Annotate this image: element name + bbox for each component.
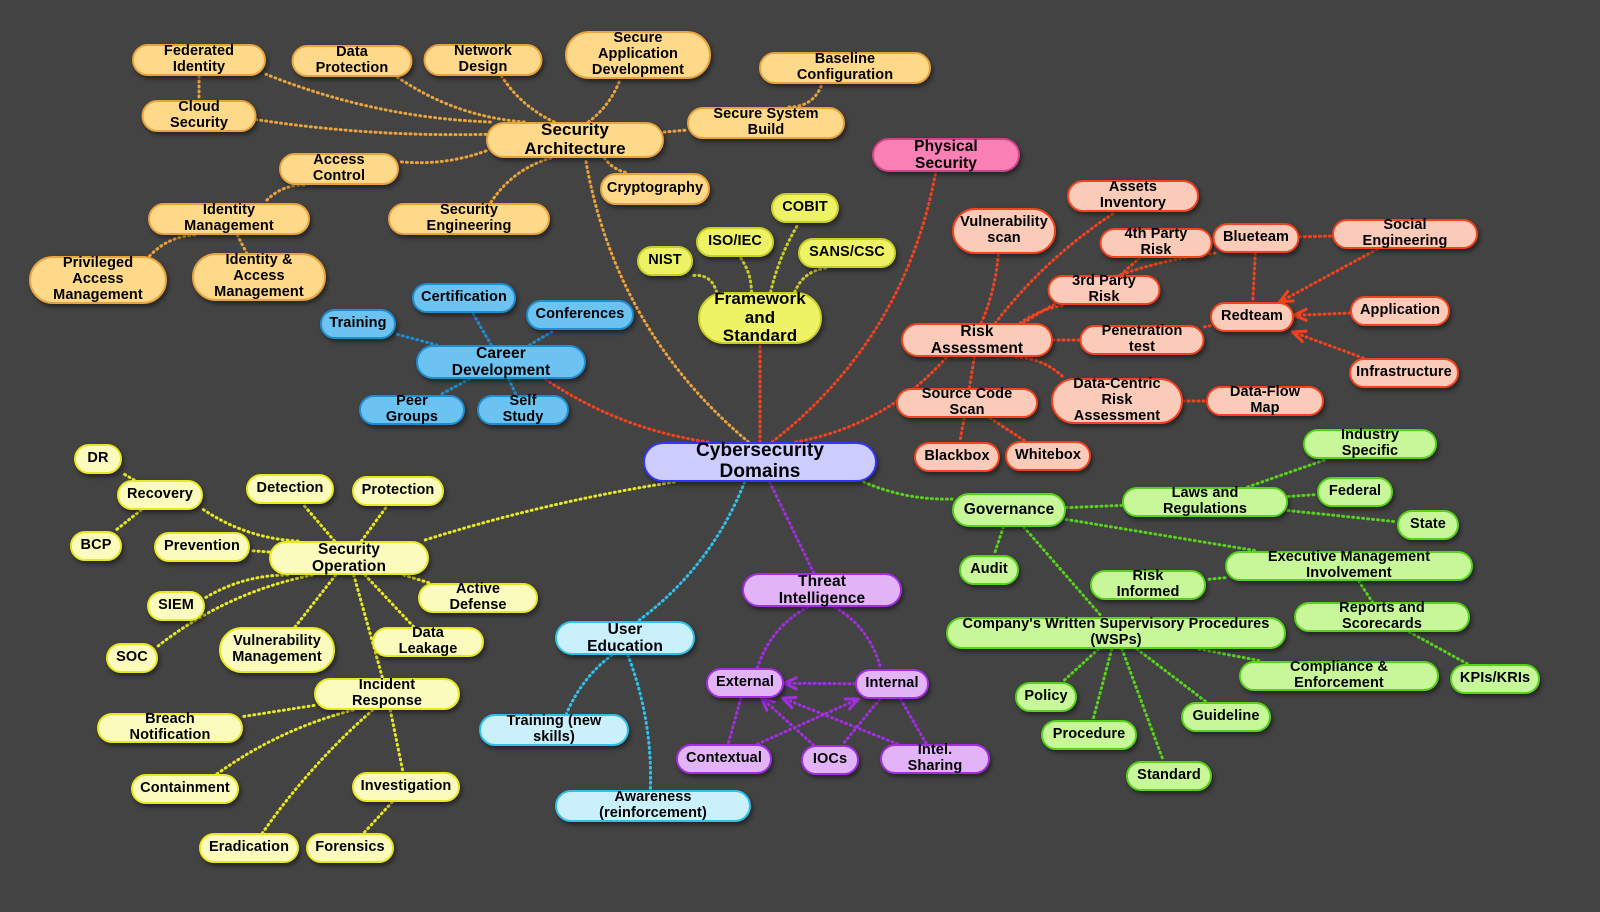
mindmap-node-vulnerability-management[interactable]: Vulnerability Management: [219, 627, 335, 673]
mindmap-node-recovery[interactable]: Recovery: [117, 480, 203, 510]
mindmap-node-external[interactable]: External: [706, 668, 784, 698]
mindmap-node-3rd-party-risk[interactable]: 3rd Party Risk: [1047, 273, 1161, 305]
mindmap-node-self-study[interactable]: Self Study: [477, 393, 569, 425]
mindmap-node-access-control[interactable]: Access Control: [279, 152, 399, 185]
mindmap-node-identity-and-access-management[interactable]: Identity & Access Management: [192, 252, 326, 301]
mindmap-node-training[interactable]: Training: [320, 309, 396, 339]
mindmap-node-root[interactable]: Cybersecurity Domains: [643, 440, 877, 482]
mindmap-node-prevention[interactable]: Prevention: [154, 532, 250, 562]
mindmap-node-conferences[interactable]: Conferences: [526, 300, 634, 330]
mindmap-node-penetration-test[interactable]: Penetration test: [1079, 323, 1205, 355]
mindmap-node-peer-groups[interactable]: Peer Groups: [359, 393, 465, 425]
mindmap-node-security-architecture[interactable]: Security Architecture: [486, 120, 664, 158]
mindmap-node-framework-and-standard[interactable]: Framework and Standard: [698, 289, 822, 345]
mindmap-node-social-engineering[interactable]: Social Engineering: [1332, 217, 1478, 249]
mindmap-node-source-code-scan[interactable]: Source Code Scan: [896, 386, 1038, 418]
mindmap-node-data-flow-map[interactable]: Data-Flow Map: [1206, 384, 1324, 416]
mindmap-node-certification[interactable]: Certification: [412, 283, 516, 313]
mindmap-node-cobit[interactable]: COBIT: [771, 193, 839, 223]
mindmap-node-blueteam[interactable]: Blueteam: [1212, 223, 1300, 253]
mindmap-node-cryptography[interactable]: Cryptography: [600, 173, 710, 205]
mindmap-node-industry-specific[interactable]: Industry Specific: [1303, 427, 1437, 459]
mindmap-node-guideline[interactable]: Guideline: [1181, 702, 1271, 732]
mindmap-node-contextual[interactable]: Contextual: [676, 744, 772, 774]
mindmap-node-containment[interactable]: Containment: [131, 774, 239, 804]
mindmap-node-redteam[interactable]: Redteam: [1210, 302, 1294, 332]
mindmap-node-dr[interactable]: DR: [74, 444, 122, 474]
mindmap-node-vulnerability-scan[interactable]: Vulnerability scan: [952, 208, 1056, 254]
mindmap-node-laws-and-regulations[interactable]: Laws and Regulations: [1122, 485, 1288, 517]
mindmap-node-bcp[interactable]: BCP: [70, 531, 122, 561]
mindmap-node-internal[interactable]: Internal: [855, 669, 929, 699]
mindmap-node-physical-security[interactable]: Physical Security: [872, 138, 1020, 172]
mindmap-node-federated-identity[interactable]: Federated Identity: [132, 43, 266, 76]
mindmap-node-privileged-access-management[interactable]: Privileged Access Management: [29, 255, 167, 304]
mindmap-node-network-design[interactable]: Network Design: [423, 43, 543, 76]
mindmap-node-intel-sharing[interactable]: Intel. Sharing: [880, 742, 990, 774]
mindmap-node-baseline-configuration[interactable]: Baseline Configuration: [759, 51, 931, 84]
mindmap-node-kpis-kris[interactable]: KPIs/KRIs: [1450, 664, 1540, 694]
mindmap-node-federal[interactable]: Federal: [1317, 477, 1393, 507]
mindmap-node-nist[interactable]: NIST: [637, 246, 693, 276]
mindmap-node-state[interactable]: State: [1397, 510, 1459, 540]
mindmap-node-whitebox[interactable]: Whitebox: [1005, 441, 1091, 471]
mindmap-node-eradication[interactable]: Eradication: [199, 833, 299, 863]
mindmap-node-user-education[interactable]: User Education: [555, 621, 695, 655]
mindmap-node-reports-and-scorecards[interactable]: Reports and Scorecards: [1294, 600, 1470, 632]
mindmap-node-data-centric-risk-assessment[interactable]: Data-Centric Risk Assessment: [1051, 376, 1183, 424]
mindmap-node-compliance-and-enforcement[interactable]: Compliance & Enforcement: [1239, 659, 1439, 691]
mindmap-node-policy[interactable]: Policy: [1015, 682, 1077, 712]
mindmap-node-soc[interactable]: SOC: [106, 643, 158, 673]
mindmap-node-cloud-security[interactable]: Cloud Security: [141, 99, 257, 132]
mindmap-node-active-defense[interactable]: Active Defense: [418, 581, 538, 613]
mindmap-node-standard[interactable]: Standard: [1126, 761, 1212, 791]
mindmap-node-iocs[interactable]: IOCs: [801, 745, 859, 775]
mindmap-node-secure-system-build[interactable]: Secure System Build: [687, 106, 845, 139]
mindmap-node-infrastructure[interactable]: Infrastructure: [1349, 358, 1459, 388]
mindmap-node-assets-inventory[interactable]: Assets Inventory: [1067, 179, 1199, 212]
mindmap-node-security-engineering[interactable]: Security Engineering: [388, 202, 550, 235]
mindmap-node-threat-intelligence[interactable]: Threat Intelligence: [742, 573, 902, 607]
mindmap-node-risk-informed[interactable]: Risk Informed: [1090, 568, 1206, 600]
mindmap-node-application[interactable]: Application: [1350, 296, 1450, 326]
mindmap-node-identity-management[interactable]: Identity Management: [148, 202, 310, 235]
mindmap-node-risk-assessment[interactable]: Risk Assessment: [901, 323, 1053, 357]
mindmap-node-protection[interactable]: Protection: [352, 476, 444, 506]
mindmap-node-secure-application-development[interactable]: Secure Application Development: [565, 30, 711, 79]
mindmap-node-iso-iec[interactable]: ISO/IEC: [696, 227, 774, 257]
mindmap-node-4th-party-risk[interactable]: 4th Party Risk: [1099, 226, 1213, 258]
mindmap-node-governance[interactable]: Governance: [952, 493, 1066, 527]
mindmap-node-procedure[interactable]: Procedure: [1041, 720, 1137, 750]
mindmap-node-security-operation[interactable]: Security Operation: [269, 541, 429, 575]
mindmap-node-forensics[interactable]: Forensics: [306, 833, 394, 863]
mindmap-node-blackbox[interactable]: Blackbox: [914, 442, 1000, 472]
mindmap-node-training-new-skills[interactable]: Training (new skills): [479, 713, 629, 746]
mindmap-node-siem[interactable]: SIEM: [147, 591, 205, 621]
mindmap-node-awareness-reinforcement[interactable]: Awareness (reinforcement): [555, 789, 751, 822]
mindmap-node-career-development[interactable]: Career Development: [416, 345, 586, 379]
mindmap-node-breach-notification[interactable]: Breach Notification: [97, 711, 243, 743]
mindmap-node-investigation[interactable]: Investigation: [352, 772, 460, 802]
mindmap-node-executive-management-involvement[interactable]: Executive Management Involvement: [1225, 549, 1473, 581]
mindmap-node-data-protection[interactable]: Data Protection: [291, 44, 413, 77]
mindmap-node-detection[interactable]: Detection: [246, 474, 334, 504]
mindmap-node-sans-csc[interactable]: SANS/CSC: [798, 238, 896, 268]
mindmap-node-audit[interactable]: Audit: [959, 555, 1019, 585]
mindmap-node-incident-response[interactable]: Incident Response: [314, 677, 460, 710]
mindmap-node-data-leakage[interactable]: Data Leakage: [372, 625, 484, 657]
mindmap-node-companys-written-supervisory-procedures[interactable]: Company's Written Supervisory Procedures…: [946, 616, 1286, 649]
